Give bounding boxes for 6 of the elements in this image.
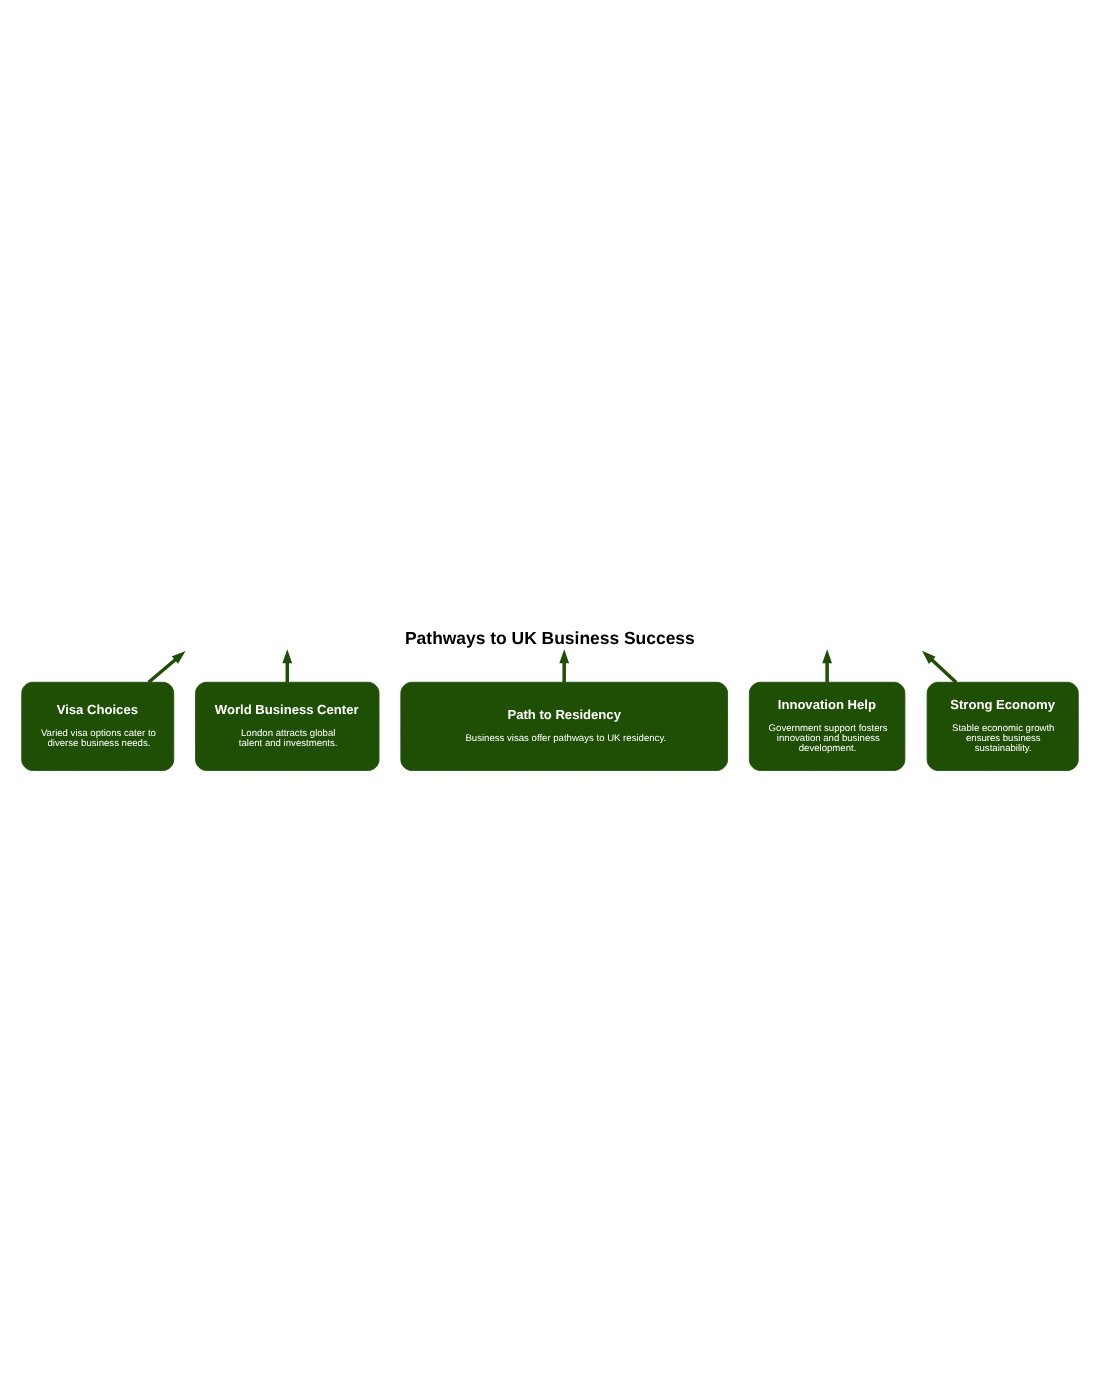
arrow: [147, 650, 186, 684]
arrow: [922, 650, 958, 684]
diagram-title: Pathways to UK Business Success: [405, 628, 695, 649]
arrow: [282, 649, 293, 683]
arrow: [822, 649, 833, 683]
arrow: [559, 649, 570, 683]
